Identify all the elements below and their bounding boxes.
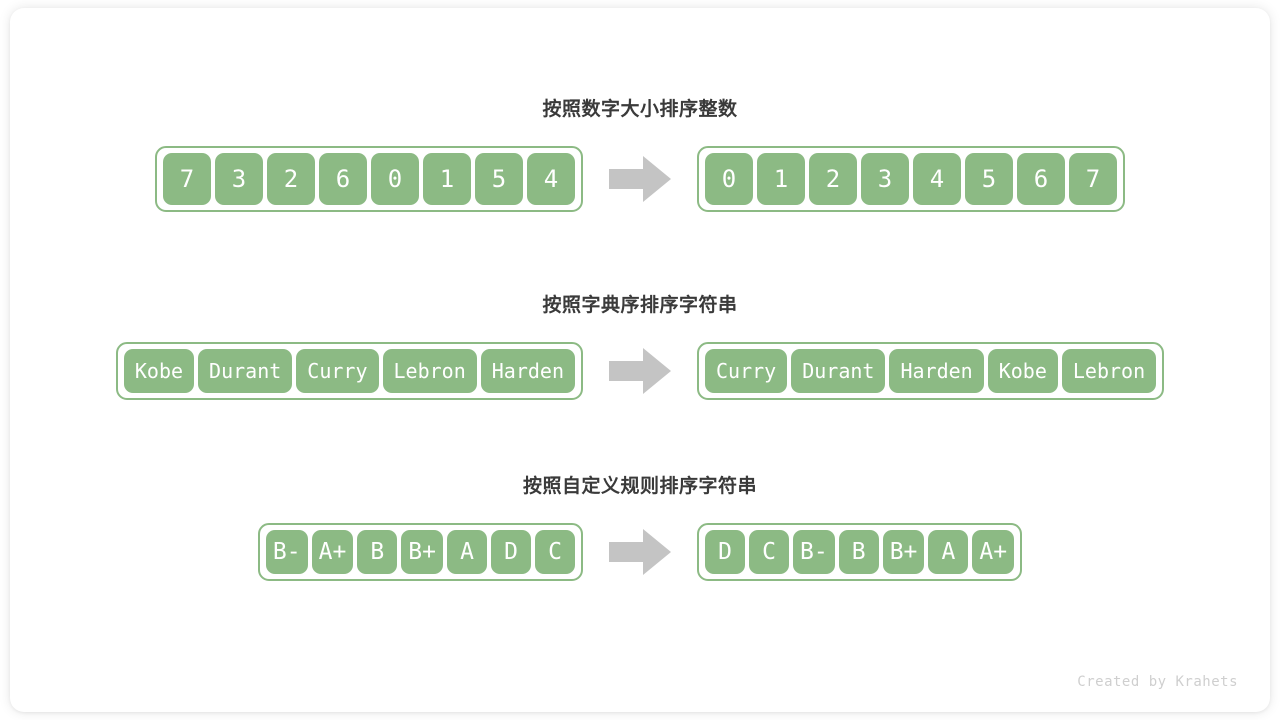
array-cell: B [838,530,879,574]
array-cell: Curry [296,349,379,393]
array-cell: 0 [371,153,419,205]
array-cell: Lebron [382,349,477,393]
array-cell: A [928,530,969,574]
array-cell: B [357,530,398,574]
array-cell: Durant [198,349,293,393]
array-cell: 7 [163,153,211,205]
section-title: 按照数字大小排序整数 [542,99,738,120]
array-cell: C [535,530,575,574]
array-cell: A+ [972,530,1015,574]
array-cell: A+ [311,530,354,574]
array-cell: B- [793,530,835,574]
right-block-arrow-icon [609,348,671,394]
attribution-footer: Created by Krahets [1077,674,1238,690]
array-cell: 4 [913,153,961,205]
array-cell: B+ [401,530,443,574]
array-cell: B- [265,530,308,574]
array-cell: 1 [757,153,805,205]
array-cell: Harden [480,349,575,393]
array-cell: Lebron [1061,349,1157,393]
right-block-arrow-icon [609,529,671,575]
array-cell: Curry [705,349,788,393]
array-cell: 3 [215,153,263,205]
array-cell: 6 [319,153,367,205]
array-cell: D [491,530,531,574]
array-cell: 1 [423,153,471,205]
array-cell: 2 [809,153,857,205]
array-cell: 4 [527,153,575,205]
array-cell: 5 [475,153,523,205]
section-title: 按照字典序排序字符串 [542,295,738,316]
array-cell: Durant [791,349,886,393]
array-cell: 6 [1017,153,1065,205]
array-cell: Kobe [123,349,195,393]
array-cell: C [749,530,789,574]
array-cell: B+ [882,530,925,574]
array-cell: D [705,530,745,574]
array-cell: 2 [267,153,315,205]
array-cell: 7 [1069,153,1117,205]
array-cell: Harden [889,349,984,393]
section-title: 按照自定义规则排序字符串 [522,476,757,497]
array-cell: A [447,530,487,574]
array-cell: Kobe [987,349,1058,393]
right-block-arrow-icon [609,156,671,202]
array-cell: 5 [965,153,1013,205]
array-cell: 0 [705,153,753,205]
array-cell: 3 [861,153,909,205]
